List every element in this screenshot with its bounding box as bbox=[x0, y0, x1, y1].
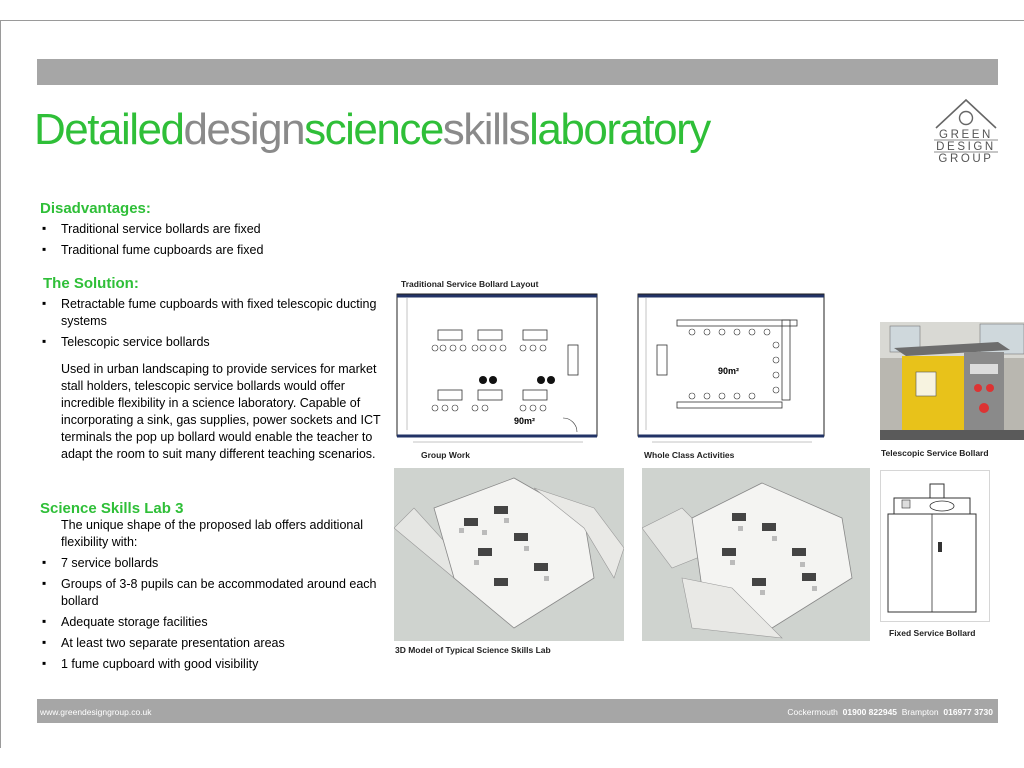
page-title: Detaileddesignscienceskillslaboratory bbox=[34, 105, 711, 154]
list-item: At least two separate presentation areas bbox=[40, 634, 385, 652]
logo-line: GROUP bbox=[938, 153, 994, 165]
list-item: Groups of 3-8 pupils can be accommodated… bbox=[40, 575, 385, 609]
lab3-heading: Science Skills Lab 3 bbox=[40, 500, 184, 517]
group-work-caption: Group Work bbox=[421, 450, 470, 460]
company-logo: GREEN DESIGN GROUP bbox=[931, 96, 1001, 170]
footer-town: Cockermouth bbox=[787, 707, 838, 717]
fixed-bollard-caption: Fixed Service Bollard bbox=[889, 628, 976, 638]
fixed-bollard-drawing bbox=[880, 470, 990, 622]
logo-line: DESIGN bbox=[936, 141, 996, 153]
disadvantages-list: Traditional service bollards are fixed T… bbox=[40, 220, 380, 259]
header-bar bbox=[37, 59, 998, 85]
logo-line: GREEN bbox=[939, 129, 993, 141]
footer-phone: 016977 3730 bbox=[943, 707, 993, 717]
model-3d-view-1 bbox=[394, 468, 624, 641]
title-word: laboratory bbox=[529, 105, 711, 154]
model-3d-caption: 3D Model of Typical Science Skills Lab bbox=[395, 645, 551, 655]
disadvantages-section: Disadvantages: Traditional service bolla… bbox=[40, 200, 380, 263]
plan-title-label: Traditional Service Bollard Layout bbox=[401, 279, 539, 289]
lab3-section: Science Skills Lab 3 The unique shape of… bbox=[40, 500, 385, 677]
title-word: design bbox=[183, 105, 305, 154]
title-word: Detailed bbox=[34, 105, 185, 154]
title-word: skills bbox=[442, 105, 531, 154]
floor-plan-group-work: 90m² bbox=[396, 293, 598, 443]
list-item: Traditional service bollards are fixed bbox=[40, 220, 380, 238]
plan-area-label: 90m² bbox=[718, 366, 739, 376]
title-word: science bbox=[304, 105, 444, 154]
solution-paragraph: Used in urban landscaping to provide ser… bbox=[61, 362, 381, 461]
model-3d-view-2 bbox=[642, 468, 870, 641]
footer-town: Brampton bbox=[901, 707, 939, 717]
footer-bar: www.greendesigngroup.co.uk Cockermouth 0… bbox=[37, 699, 998, 723]
logo-text: GREEN DESIGN GROUP bbox=[931, 129, 1001, 165]
footer-website-link[interactable]: www.greendesigngroup.co.uk bbox=[40, 707, 152, 717]
solution-list: Retractable fume cupboards with fixed te… bbox=[40, 295, 385, 351]
plan-area-label: 90m² bbox=[514, 416, 535, 426]
list-item: Retractable fume cupboards with fixed te… bbox=[40, 295, 385, 329]
floor-plan-whole-class: 90m² bbox=[637, 293, 825, 443]
lab3-list: 7 service bollards Groups of 3-8 pupils … bbox=[40, 554, 385, 673]
telescopic-caption: Telescopic Service Bollard bbox=[881, 448, 989, 458]
footer-phone: 01900 822945 bbox=[842, 707, 898, 717]
list-item: Telescopic service bollards bbox=[40, 333, 385, 351]
disadvantages-heading: Disadvantages: bbox=[40, 200, 151, 217]
solution-heading: The Solution: bbox=[43, 275, 139, 292]
list-item: Traditional fume cupboards are fixed bbox=[40, 241, 380, 259]
telescopic-bollard-photo bbox=[880, 322, 1024, 440]
list-item: Adequate storage facilities bbox=[40, 613, 385, 631]
list-item: 1 fume cupboard with good visibility bbox=[40, 655, 385, 673]
whole-class-caption: Whole Class Activities bbox=[644, 450, 735, 460]
solution-section: The Solution: Retractable fume cupboards… bbox=[40, 275, 385, 463]
logo-house-icon bbox=[934, 98, 998, 153]
slide-frame bbox=[0, 20, 1024, 748]
footer-contact: Cockermouth 01900 822945 Brampton 016977… bbox=[787, 707, 993, 717]
lab3-intro: The unique shape of the proposed lab off… bbox=[61, 518, 364, 549]
list-item: 7 service bollards bbox=[40, 554, 385, 572]
